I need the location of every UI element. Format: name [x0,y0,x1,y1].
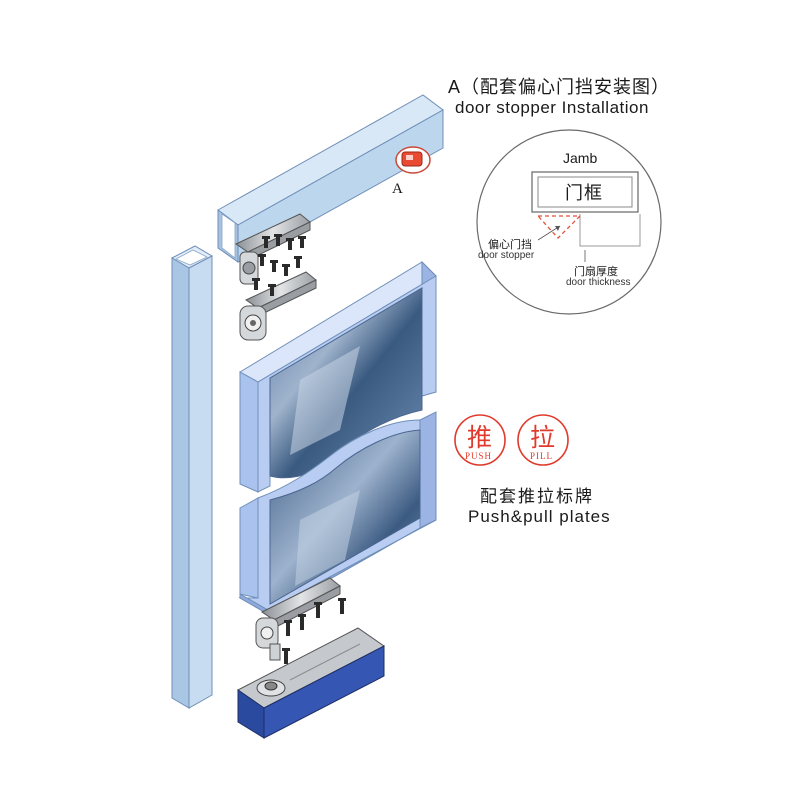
stopper-title-cn: A（配套偏心门挡安装图） [448,77,671,97]
push-word: PUSH [465,451,493,461]
lower-glass-door [238,411,437,615]
stopper-title-en: door stopper Installation [455,98,649,117]
bottom-pivot-hinge [255,577,341,661]
lower-pivot-hinge [239,271,317,341]
door-stopper-icon [395,146,431,174]
pull-stamp [517,414,569,466]
stopper-detail-circle [476,129,662,315]
floor-spring-icon [237,627,385,739]
push-stamp [454,414,506,466]
push-char: 推 [467,423,493,452]
plates-caption-cn: 配套推拉标牌 [480,487,594,506]
stopper-en-label: door stopper [478,250,535,261]
side-jamb-post [170,245,214,709]
pull-char: 拉 [530,423,556,452]
screw-icon [252,234,306,296]
upper-glass-door [239,260,437,493]
pull-word: PILL [530,451,553,461]
screw-icon [282,598,346,664]
jamb-cn-label: 门框 [565,183,603,203]
detail-marker: A [392,181,403,197]
plates-caption-en: Push&pull plates [468,507,611,526]
thickness-cn-label: 门扇厚度 [574,266,618,278]
thickness-en-label: door thickness [566,277,631,288]
stopper-cn-label: 偏心门挡 [488,239,532,251]
jamb-label: Jamb [563,150,598,166]
